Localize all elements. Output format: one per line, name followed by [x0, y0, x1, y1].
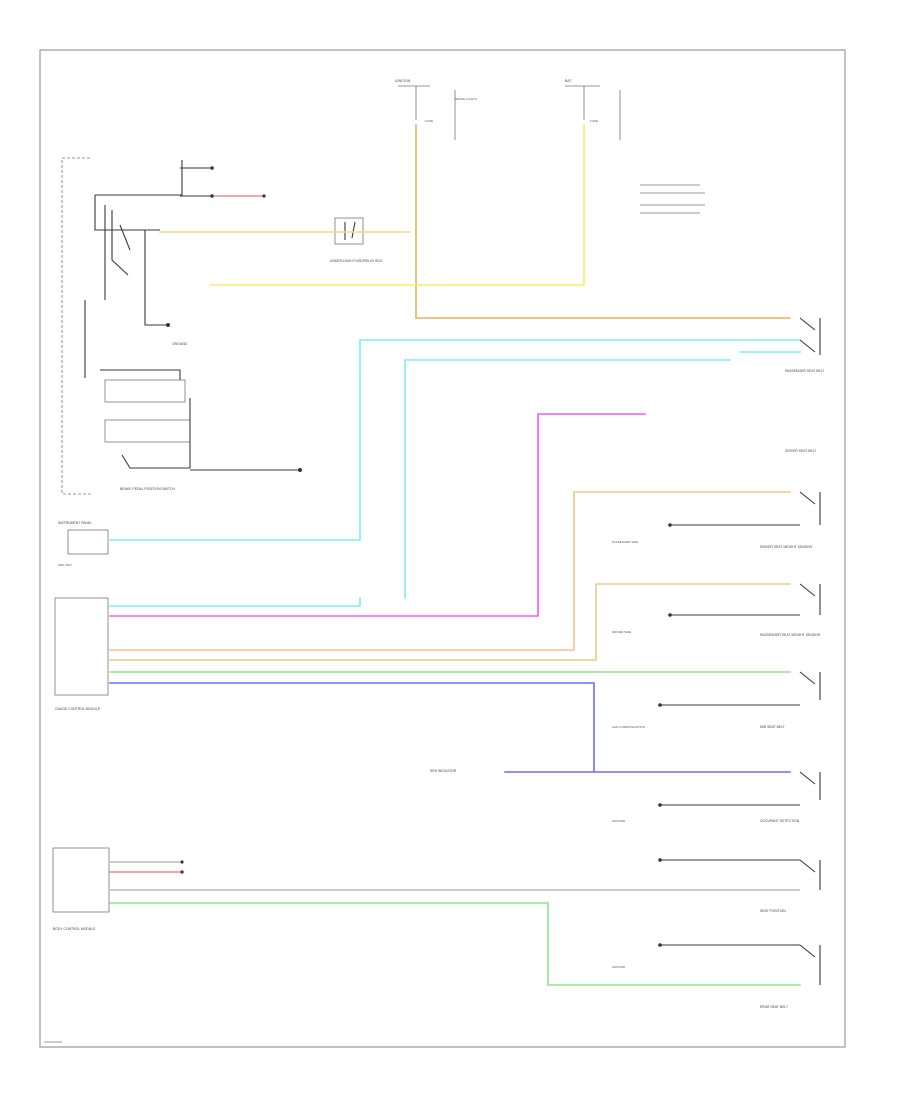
- label-switch-r8: REAR SEAT BELT: [760, 1005, 788, 1009]
- label-switch-r7: SEAT POSITION: [760, 909, 786, 913]
- wire-peach: [109, 491, 791, 651]
- notes-block: [640, 184, 705, 214]
- module-mid-left: [54, 597, 109, 696]
- label-brake-lights: BRAKE LIGHTS: [455, 97, 477, 101]
- relay-symbol: [334, 217, 364, 245]
- label-component-left: GROUND: [172, 342, 188, 346]
- label-driver-side: DRIVER SIDE: [612, 630, 631, 634]
- module-upper-left: [67, 529, 109, 555]
- diagram-frame: [39, 49, 846, 1048]
- label-fuse-1: FUSE: [425, 119, 433, 123]
- label-switch-r4: PASSENGER SEAT WEIGHT SENSOR: [760, 633, 821, 637]
- label-can: CAN COMMUNICATION: [612, 725, 645, 729]
- label-ignition: IGNITION: [395, 79, 411, 83]
- label-bat: BAT: [565, 79, 571, 83]
- label-gauge-module: GAUGE CONTROL MODULE: [55, 707, 101, 711]
- wire-cyan-1: [109, 339, 801, 541]
- label-switch-r3: DRIVER SEAT WEIGHT SENSOR: [760, 545, 813, 549]
- wire-green-lower: [109, 902, 801, 986]
- wire-yellow: [209, 124, 585, 286]
- label-ground-bottom: GROUND: [612, 965, 626, 969]
- label-srs-indicator: SRS INDICATOR: [430, 769, 457, 773]
- wire-cyan-2: [109, 597, 361, 607]
- label-switch-r5: MID SEAT BELT: [760, 725, 785, 729]
- label-switch-left: BRAKE PEDAL POSITION SWITCH: [120, 487, 175, 491]
- top-left-component: [61, 157, 302, 495]
- label-switch-r2: DRIVER SEAT BELT: [785, 449, 816, 453]
- label-bcm: BODY CONTROL MODULE: [53, 927, 96, 931]
- module-lower-left: [52, 847, 110, 913]
- label-switch-r1: PASSENGER SEAT BELT: [785, 369, 825, 373]
- label-fuse-2: FUSE: [590, 119, 598, 123]
- label-ground-r: GROUND: [612, 819, 626, 823]
- wire-cyan-3: [404, 359, 731, 599]
- wire-magenta: [109, 413, 646, 617]
- label-passenger-side: PASSENGER SIDE: [612, 540, 638, 544]
- label-module-upper: INSTRUMENT PANEL: [58, 521, 92, 525]
- label-srs-unit: SRS UNIT: [58, 563, 72, 567]
- label-relay: UNDER-DASH FUSE/RELAY BOX: [330, 259, 383, 263]
- wire-orange: [415, 124, 791, 319]
- wire-tan: [109, 583, 791, 661]
- wire-blue: [109, 682, 791, 773]
- right-switches: [658, 317, 821, 985]
- label-switch-r6: OCCUPANT DETECTION: [760, 819, 800, 823]
